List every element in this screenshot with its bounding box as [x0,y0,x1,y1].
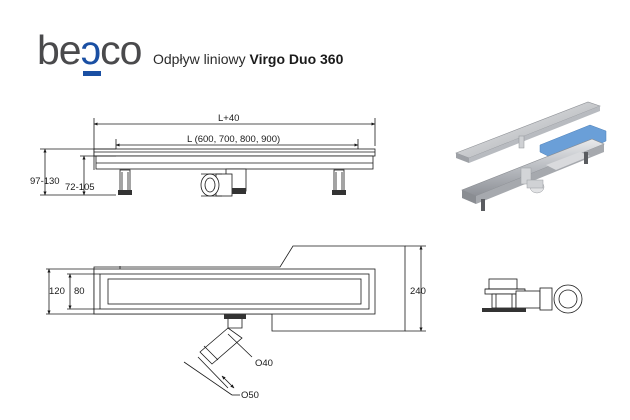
length-options-label: L (600, 700, 800, 900) [187,134,280,145]
outlet-inner-diameter-label: O40 [255,358,273,369]
top-view-drawing [46,245,426,396]
side-view-drawing [40,118,376,197]
product-category: Odpływ liniowy [153,51,246,67]
overall-width-label: 240 [410,286,426,297]
total-height-label: 97-130 [30,176,60,187]
product-name: Virgo Duo 360 [249,51,344,67]
siphon-detail-drawing [482,278,583,314]
overall-length-label: L+40 [218,113,239,124]
inner-width-label: 80 [74,286,85,297]
outer-width-label: 120 [49,286,65,297]
body-height-label: 72-105 [65,182,95,193]
product-render [455,101,607,211]
brand-logo-mark [83,71,101,76]
page-title: Odpływ liniowy Virgo Duo 360 [153,51,343,67]
outlet-outer-diameter-label: O50 [241,390,259,401]
brand-logo: beɔco [37,27,142,73]
